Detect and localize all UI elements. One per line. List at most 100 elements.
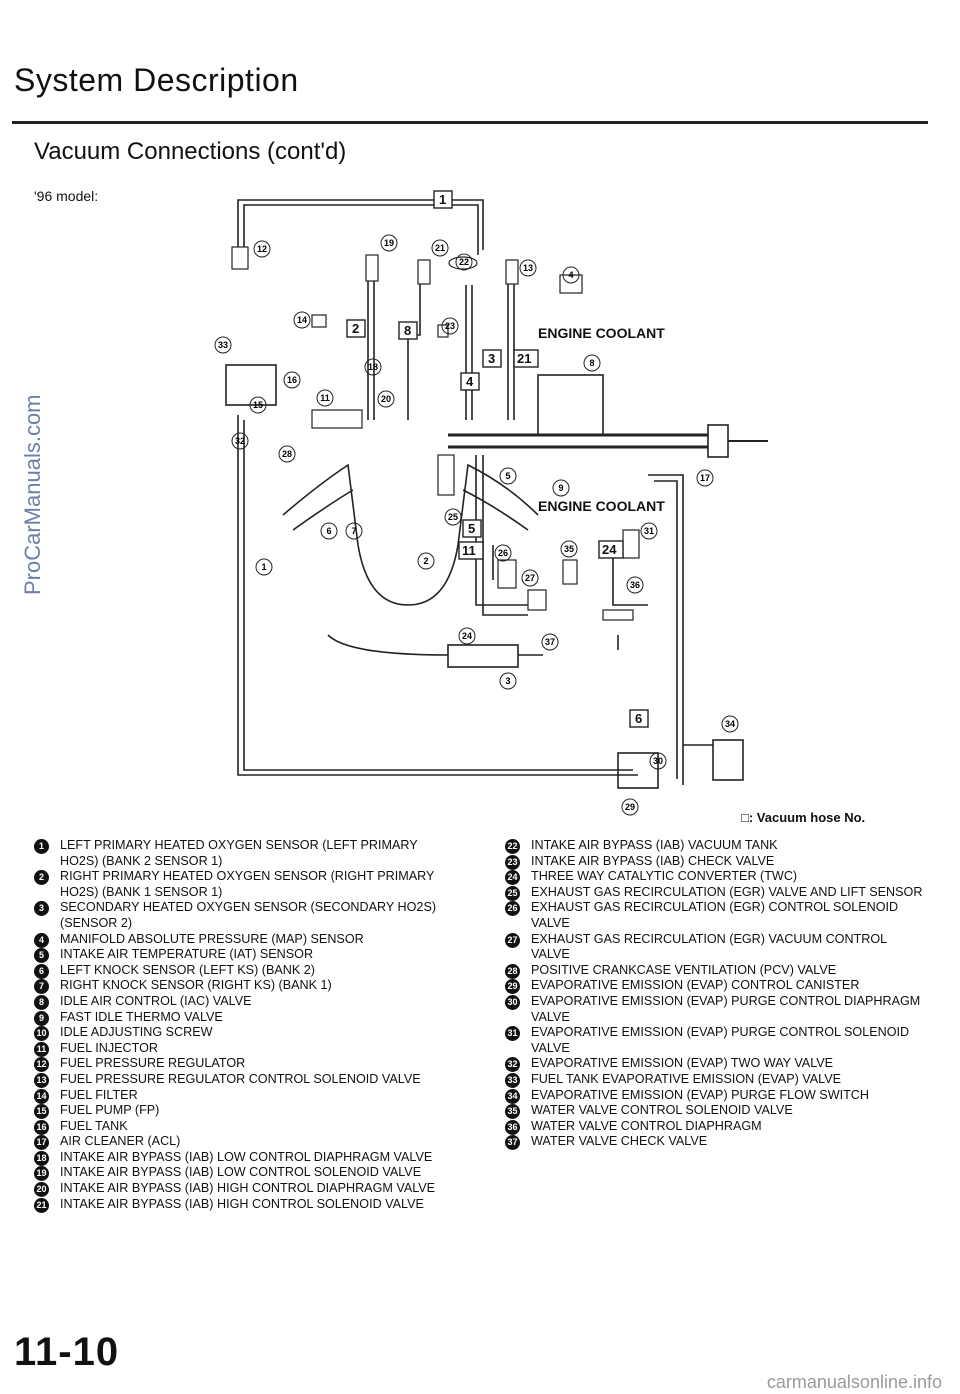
svg-text:3: 3: [505, 676, 510, 686]
callout-9: 9: [552, 479, 570, 497]
legend-number: 11: [34, 1041, 49, 1057]
legend-text: THREE WAY CATALYTIC CONVERTER (TWC): [531, 869, 798, 884]
legend-number: 26: [505, 901, 520, 917]
legend-text: WATER VALVE CONTROL SOLENOID VALVE: [531, 1103, 793, 1118]
svg-text:15: 15: [253, 400, 263, 410]
svg-text:2: 2: [423, 556, 428, 566]
svg-text:9: 9: [558, 483, 563, 493]
callout-6: 6: [320, 522, 338, 540]
legend-number: 12: [34, 1057, 49, 1073]
callout-30: 30: [649, 752, 667, 770]
callout-5: 5: [499, 467, 517, 485]
legend-item: 32 EVAPORATIVE EMISSION (EVAP) TWO WAY VA…: [505, 1056, 925, 1073]
legend-text: INTAKE AIR BYPASS (IAB) HIGH CONTROL SOL…: [60, 1196, 424, 1211]
callout-36: 36: [626, 576, 644, 594]
page-number: 11-10: [14, 1330, 120, 1374]
legend-text: INTAKE AIR BYPASS (IAB) LOW CONTROL SOLE…: [60, 1165, 422, 1180]
svg-text:23: 23: [445, 321, 455, 331]
svg-text:31: 31: [644, 526, 654, 536]
footer-url: carmanualsonline.info: [766, 1372, 942, 1392]
legend-number: 10: [34, 1026, 49, 1042]
callout-17: 17: [696, 469, 714, 487]
legend-number: 32: [505, 1057, 520, 1073]
legend-text: RIGHT PRIMARY HEATED OXYGEN SENSOR (RIGH…: [60, 869, 435, 899]
legend-number: 25: [505, 885, 520, 901]
svg-text:1: 1: [261, 562, 266, 572]
legend-text: FUEL PUMP (FP): [60, 1103, 160, 1118]
svg-text:18: 18: [368, 362, 378, 372]
svg-text:13: 13: [523, 263, 533, 273]
hose-5: 5: [468, 521, 475, 536]
legend-number: 33: [505, 1072, 520, 1088]
legend-number: 36: [505, 1119, 520, 1135]
hose-11: 11: [462, 543, 476, 558]
svg-text:24: 24: [462, 631, 472, 641]
callout-18: 18: [364, 358, 382, 376]
callout-15: 15: [249, 396, 267, 414]
legend-text: IDLE ADJUSTING SCREW: [60, 1025, 213, 1040]
legend-number: 9: [34, 1010, 49, 1026]
svg-text:8: 8: [589, 358, 594, 368]
callout-25: 25: [444, 508, 462, 526]
section-subtitle: Vacuum Connections (cont'd): [34, 138, 347, 165]
legend-text: EVAPORATIVE EMISSION (EVAP) TWO WAY VALV…: [531, 1056, 834, 1071]
legend-text: EVAPORATIVE EMISSION (EVAP) PURGE FLOW S…: [531, 1087, 869, 1102]
callout-29: 29: [621, 798, 639, 816]
hose-1: 1: [439, 192, 446, 207]
callout-20: 20: [377, 390, 395, 408]
hose-6: 6: [635, 711, 642, 726]
callout-24: 24: [458, 627, 476, 645]
legend-number: 30: [505, 994, 520, 1010]
svg-text:20: 20: [381, 394, 391, 404]
engine-coolant-upper: ENGINE COOLANT: [538, 325, 665, 341]
hose-8: 8: [404, 323, 411, 338]
callout-32: 32: [231, 432, 249, 450]
svg-text:35: 35: [564, 544, 574, 554]
legend-text: EXHAUST GAS RECIRCULATION (EGR) CONTROL …: [531, 900, 899, 930]
svg-text:36: 36: [630, 580, 640, 590]
callout-11: 11: [316, 389, 334, 407]
legend-number: 5: [34, 948, 49, 964]
legend-number: 27: [505, 932, 520, 948]
legend-number: 29: [505, 979, 520, 995]
callout-37: 37: [541, 633, 559, 651]
legend-text: FUEL TANK EVAPORATIVE EMISSION (EVAP) VA…: [531, 1071, 842, 1086]
legend-item: 10 IDLE ADJUSTING SCREW: [34, 1025, 454, 1042]
legend-number: 20: [34, 1182, 49, 1198]
callout-34: 34: [721, 715, 739, 733]
legend-number: 14: [34, 1088, 49, 1104]
legend-item: 33 FUEL TANK EVAPORATIVE EMISSION (EVAP) …: [505, 1072, 925, 1088]
callout-31: 31: [640, 522, 658, 540]
svg-text:4: 4: [568, 270, 573, 280]
legend-number: 18: [34, 1150, 49, 1166]
svg-text:25: 25: [448, 512, 458, 522]
callout-14: 14: [293, 311, 311, 329]
svg-text:28: 28: [282, 449, 292, 459]
legend-number: 28: [505, 963, 520, 979]
legend-text: LEFT KNOCK SENSOR (LEFT KS) (BANK 2): [60, 962, 315, 977]
hose-24: 24: [602, 542, 617, 557]
legend-text: RIGHT KNOCK SENSOR (RIGHT KS) (BANK 1): [60, 978, 332, 993]
svg-text:33: 33: [218, 340, 228, 350]
legend-number: 1: [34, 839, 49, 854]
callout-21: 21: [431, 239, 449, 257]
legend-text: FUEL FILTER: [60, 1087, 138, 1102]
